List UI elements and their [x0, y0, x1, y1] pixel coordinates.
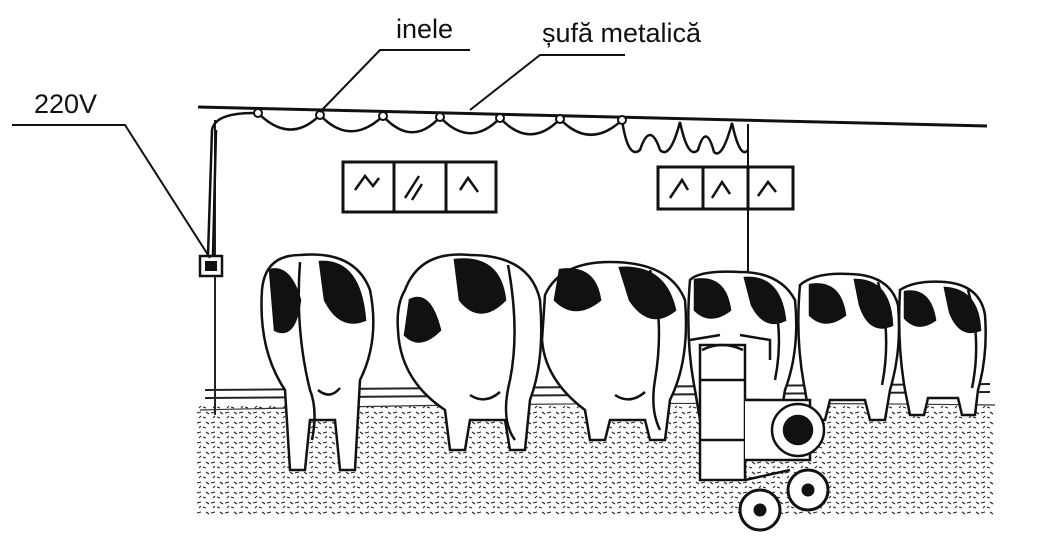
label-inele: inele — [396, 16, 453, 43]
leader-lines — [12, 50, 625, 258]
cow-6 — [899, 282, 986, 415]
leader-220v — [12, 125, 210, 258]
leader-inele — [320, 50, 470, 112]
label-sufa-metalica: șufă metalică — [542, 20, 701, 47]
window-right — [658, 167, 793, 209]
window-left — [343, 162, 496, 212]
power-socket — [200, 256, 222, 276]
label-220v: 220V — [34, 91, 97, 118]
leader-sufa — [470, 55, 625, 110]
cow-5 — [798, 274, 899, 420]
